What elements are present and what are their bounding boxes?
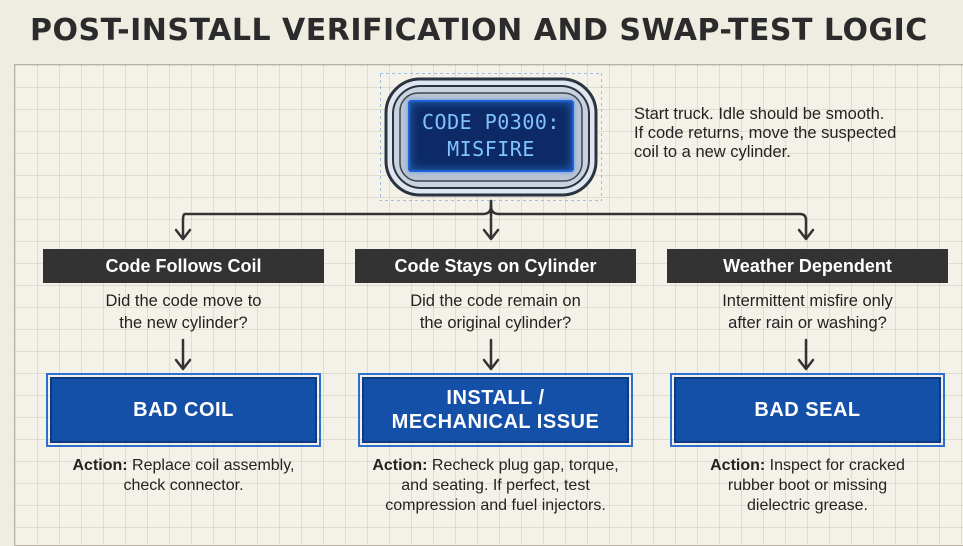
page-title: POST-INSTALL VERIFICATION AND SWAP-TEST … xyxy=(0,0,963,60)
arrow-right-top xyxy=(797,228,815,241)
instruction-note: Start truck. Idle should be smooth. If c… xyxy=(634,105,954,162)
arrow-left-top xyxy=(174,228,192,241)
action-label: Action: xyxy=(372,457,428,474)
question-line: the original cylinder? xyxy=(419,314,572,332)
action-line: dielectric grease. xyxy=(747,497,868,514)
result-label: INSTALL / xyxy=(446,387,545,409)
note-line: coil to a new cylinder. xyxy=(634,143,791,161)
action-line: and seating. If perfect, test xyxy=(401,477,590,494)
connector-trunk xyxy=(181,199,493,240)
action-label: Action: xyxy=(72,457,128,474)
question-line: Did the code remain on xyxy=(410,292,581,310)
arrow-center-mid xyxy=(482,358,500,371)
branch-question: Intermittent misfire only after rain or … xyxy=(667,290,948,334)
result-label: MECHANICAL ISSUE xyxy=(391,411,600,433)
action-label: Action: xyxy=(710,457,766,474)
arrow-center-top xyxy=(482,228,500,241)
arrow-right-mid xyxy=(797,358,815,371)
action-line: rubber boot or missing xyxy=(727,477,888,494)
action-line: compression and fuel injectors. xyxy=(385,497,606,514)
note-line: Start truck. Idle should be smooth. xyxy=(634,105,885,123)
result-box-bad-seal: BAD SEAL xyxy=(670,373,945,447)
action-line: Replace coil assembly, xyxy=(127,457,295,474)
scanner-message-line: MISFIRE xyxy=(447,137,535,161)
question-line: the new cylinder? xyxy=(119,314,248,332)
result-label: BAD COIL xyxy=(133,399,234,421)
result-label: BAD SEAL xyxy=(754,399,861,421)
branch-header-code-follows-coil: Code Follows Coil xyxy=(43,249,324,283)
question-line: Did the code move to xyxy=(105,292,262,310)
branch-action: Action: Replace coil assembly, check con… xyxy=(43,456,324,496)
result-box-bad-coil: BAD COIL xyxy=(46,373,321,447)
action-line: Inspect for cracked xyxy=(765,457,905,474)
scanner-screen: CODE P0300: MISFIRE xyxy=(408,100,574,172)
question-line: after rain or washing? xyxy=(728,314,887,332)
connector-trunk-right xyxy=(489,204,808,240)
branch-question: Did the code remain on the original cyli… xyxy=(355,290,636,334)
question-line: Intermittent misfire only xyxy=(722,292,893,310)
scanner-code-line: CODE P0300: xyxy=(422,110,560,134)
note-line: If code returns, move the suspected xyxy=(634,124,897,142)
branch-action: Action: Recheck plug gap, torque, and se… xyxy=(345,456,646,516)
arrow-left-mid xyxy=(174,358,192,371)
branch-action: Action: Inspect for cracked rubber boot … xyxy=(667,456,948,516)
action-line: check connector. xyxy=(123,477,244,494)
branch-header-code-stays-on-cylinder: Code Stays on Cylinder xyxy=(355,249,636,283)
branch-question: Did the code move to the new cylinder? xyxy=(43,290,324,334)
result-box-install-mechanical-issue: INSTALL / MECHANICAL ISSUE xyxy=(358,373,633,447)
branch-header-weather-dependent: Weather Dependent xyxy=(667,249,948,283)
action-line: Recheck plug gap, torque, xyxy=(427,457,619,474)
